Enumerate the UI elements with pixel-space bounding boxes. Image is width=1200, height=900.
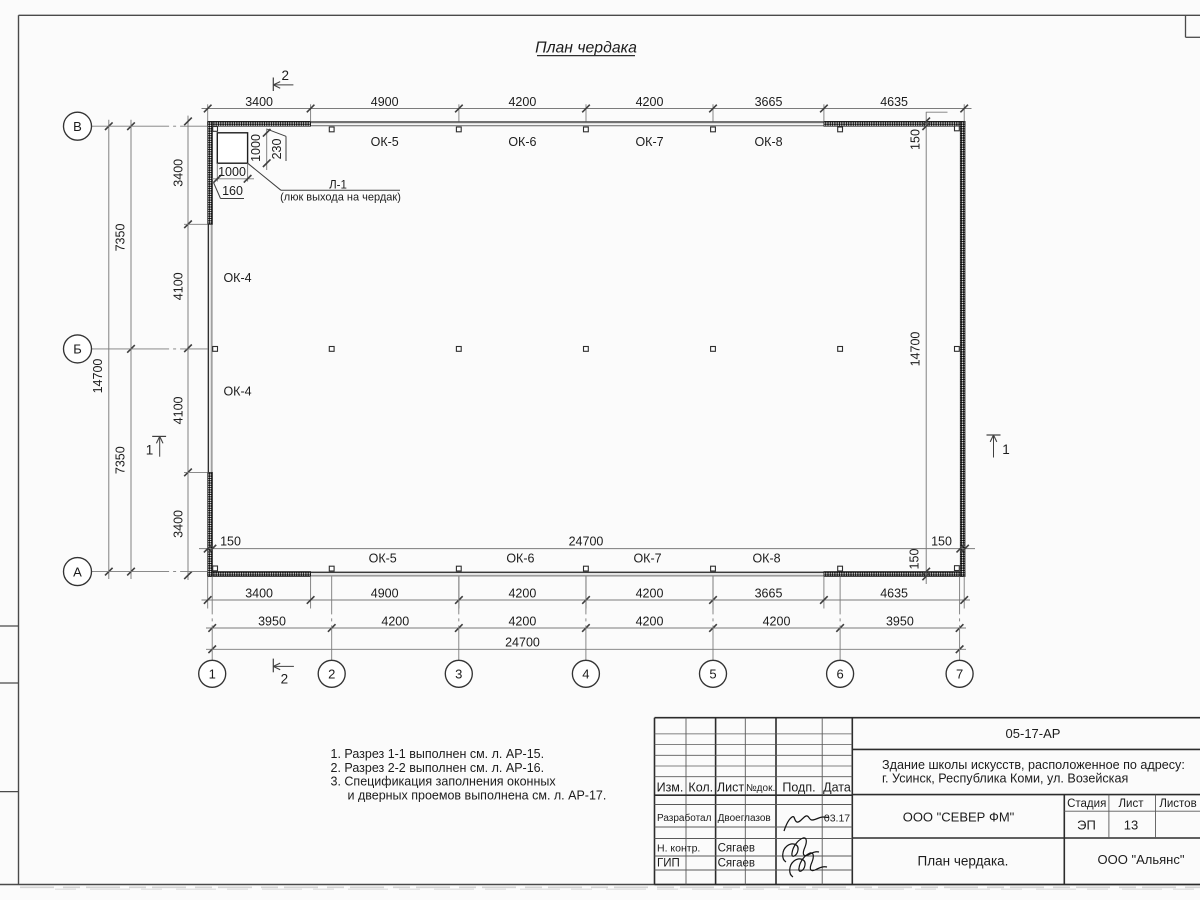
svg-text:150: 150 [931,535,952,549]
svg-text:Здание школы искусств, располо: Здание школы искусств, расположенное по … [882,758,1185,772]
svg-text:ОК-8: ОК-8 [752,552,780,566]
svg-text:3665: 3665 [755,587,783,601]
svg-text:№док.: №док. [746,783,775,794]
svg-text:4: 4 [582,667,589,682]
svg-text:13: 13 [1124,818,1138,833]
svg-text:Лист: Лист [1119,798,1145,810]
svg-text:1: 1 [209,667,216,682]
svg-text:4200: 4200 [763,614,791,628]
svg-text:Стадия: Стадия [1067,798,1106,810]
svg-text:ОК-7: ОК-7 [635,135,663,149]
svg-text:План чердака: План чердака [535,39,637,56]
svg-text:24700: 24700 [505,636,540,650]
svg-text:Лист: Лист [717,780,744,794]
svg-text:05-17-АР: 05-17-АР [1006,726,1061,741]
svg-text:ООО "Альянс": ООО "Альянс" [1098,852,1185,867]
svg-text:Н. контр.: Н. контр. [657,843,700,855]
svg-text:160: 160 [222,184,243,198]
svg-text:4200: 4200 [636,614,664,628]
svg-text:Дата: Дата [823,780,851,794]
svg-text:ОК-7: ОК-7 [633,552,661,566]
svg-text:7350: 7350 [114,446,128,474]
svg-text:Двоеглазов: Двоеглазов [718,813,771,824]
svg-text:г. Усинск, Республика Коми, ул: г. Усинск, Республика Коми, ул. Возейска… [882,772,1128,786]
svg-text:Сягаев: Сягаев [718,843,755,855]
svg-text:230: 230 [270,139,284,160]
svg-text:4900: 4900 [371,95,399,109]
svg-text:24700: 24700 [569,535,604,549]
svg-text:2. Разрез 2-2 выполнен см. л.: 2. Разрез 2-2 выполнен см. л. АР-16. [331,761,545,775]
svg-text:1: 1 [1002,442,1010,457]
svg-text:ОК-5: ОК-5 [371,135,399,149]
svg-text:(люк выхода на чердак): (люк выхода на чердак) [280,192,401,204]
svg-text:3. Спецификация заполнения око: 3. Спецификация заполнения оконных [331,775,557,789]
svg-text:5: 5 [709,667,716,682]
svg-text:6: 6 [836,667,843,682]
svg-text:ОК-8: ОК-8 [754,135,782,149]
svg-text:ООО "СЕВЕР ФМ": ООО "СЕВЕР ФМ" [903,810,1015,825]
svg-text:Подп.: Подп. [782,780,815,794]
svg-text:3: 3 [455,667,462,682]
svg-text:ОК-4: ОК-4 [223,384,251,398]
svg-text:4635: 4635 [880,95,908,109]
svg-text:ОК-6: ОК-6 [508,135,536,149]
svg-text:4200: 4200 [508,95,536,109]
svg-text:3950: 3950 [258,614,286,628]
svg-text:ОК-5: ОК-5 [369,552,397,566]
svg-text:4100: 4100 [171,396,185,424]
svg-text:14700: 14700 [909,332,923,367]
svg-text:7350: 7350 [114,224,128,252]
svg-text:Изм.: Изм. [657,780,684,794]
svg-text:4100: 4100 [171,272,185,300]
svg-text:План чердака.: План чердака. [918,853,1009,868]
svg-text:3400: 3400 [171,159,185,187]
svg-text:2: 2 [282,68,290,83]
svg-text:3665: 3665 [755,95,783,109]
svg-text:1000: 1000 [249,134,263,162]
svg-text:Сягаев: Сягаев [718,858,755,870]
svg-text:1. Разрез 1-1 выполнен см. л.: 1. Разрез 1-1 выполнен см. л. АР-15. [331,747,545,761]
svg-text:и дверных проемов выполнена см: и дверных проемов выполнена см. л. АР-17… [348,789,607,803]
svg-text:2: 2 [328,667,335,682]
svg-text:ЭП: ЭП [1077,818,1096,833]
svg-text:2: 2 [281,671,289,686]
svg-text:3950: 3950 [886,614,914,628]
svg-text:4200: 4200 [636,95,664,109]
svg-text:В: В [73,119,82,134]
svg-text:4200: 4200 [508,614,536,628]
svg-text:3400: 3400 [245,95,273,109]
svg-text:150: 150 [909,129,923,150]
svg-text:А: А [73,564,82,579]
svg-text:03.17: 03.17 [824,813,850,825]
svg-text:4635: 4635 [880,587,908,601]
svg-text:14700: 14700 [91,359,105,394]
svg-text:4900: 4900 [371,587,399,601]
svg-text:Б: Б [73,342,82,357]
svg-text:ОК-6: ОК-6 [506,552,534,566]
svg-text:Кол.: Кол. [688,780,713,794]
svg-text:Листов: Листов [1159,798,1196,810]
svg-text:4200: 4200 [508,587,536,601]
svg-text:3400: 3400 [245,587,273,601]
svg-text:3400: 3400 [171,510,185,538]
svg-text:7: 7 [956,667,963,682]
svg-text:1000: 1000 [218,165,246,179]
svg-text:Л-1: Л-1 [329,179,347,191]
svg-text:150: 150 [220,535,241,549]
svg-text:ОК-4: ОК-4 [223,271,251,285]
svg-text:4200: 4200 [636,587,664,601]
svg-text:1: 1 [146,442,154,457]
svg-text:150: 150 [908,549,922,570]
svg-text:ГИП: ГИП [657,858,680,870]
svg-text:Разработал: Разработал [657,812,712,824]
svg-text:4200: 4200 [381,614,409,628]
